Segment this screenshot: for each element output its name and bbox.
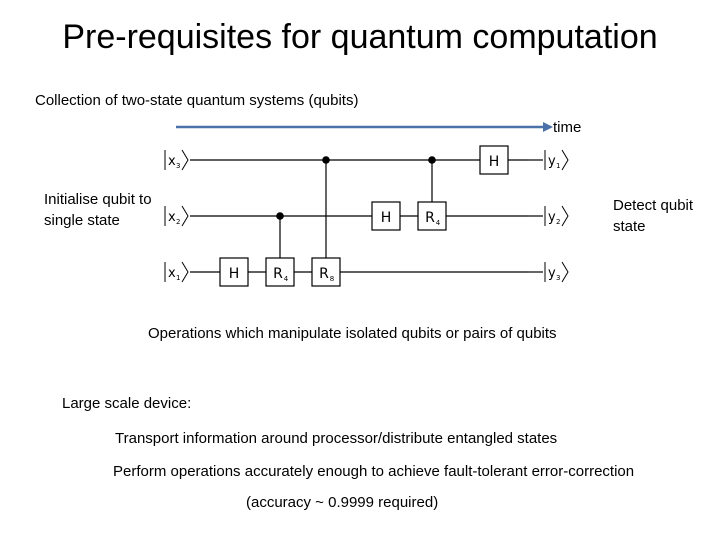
svg-text:H: H — [489, 154, 500, 170]
svg-text:x: x — [168, 154, 176, 169]
accuracy-label: (accuracy ~ 0.9999 required) — [246, 494, 439, 511]
svg-text:R: R — [425, 210, 435, 226]
control-dot — [276, 212, 284, 220]
svg-text:1: 1 — [176, 274, 180, 282]
perform-label: Perform operations accurately enough to … — [113, 463, 635, 480]
svg-text:y: y — [548, 154, 556, 169]
svg-text:2: 2 — [176, 218, 180, 226]
svg-text:8: 8 — [330, 275, 334, 283]
svg-text:x: x — [168, 266, 176, 281]
gate-r4-wire1: R 4 — [265, 257, 295, 287]
input-ket-x2: x 2 — [164, 205, 189, 227]
svg-text:1: 1 — [556, 162, 560, 170]
gate-h-wire3: H — [479, 145, 509, 175]
svg-text:R: R — [273, 266, 283, 282]
svg-text:x: x — [168, 210, 176, 225]
output-ket-y2: y 2 — [544, 205, 569, 227]
svg-text:y: y — [548, 266, 556, 281]
output-ket-y1: y 1 — [544, 149, 569, 171]
large-scale-label: Large scale device: — [62, 395, 192, 412]
input-ket-x1: x 1 — [164, 261, 189, 283]
svg-text:H: H — [381, 210, 392, 226]
svg-text:H: H — [229, 266, 240, 282]
gate-r8-wire1: R 8 — [311, 257, 341, 287]
page-title: Pre-requisites for quantum computation — [62, 18, 658, 56]
gate-h-wire2: H — [371, 201, 401, 231]
svg-text:3: 3 — [176, 162, 180, 170]
svg-text:y: y — [548, 210, 556, 225]
svg-text:4: 4 — [284, 275, 289, 283]
time-arrow — [176, 122, 553, 132]
gate-r4-wire2: R 4 — [417, 201, 447, 231]
control-dot — [428, 156, 436, 164]
operations-label: Operations which manipulate isolated qub… — [148, 325, 557, 342]
transport-label: Transport information around processor/d… — [115, 430, 558, 447]
svg-text:R: R — [319, 266, 329, 282]
gate-h-wire1: H — [219, 257, 249, 287]
control-dot — [322, 156, 330, 164]
detect-label: Detect qubit state — [613, 197, 694, 235]
qubits-caption: Collection of two-state quantum systems … — [35, 92, 359, 109]
svg-text:3: 3 — [556, 274, 560, 282]
time-label: time — [553, 119, 582, 136]
svg-text:2: 2 — [556, 218, 560, 226]
output-ket-y3: y 3 — [544, 261, 569, 283]
initialise-label: Initialise qubit to single state — [44, 191, 152, 229]
svg-text:4: 4 — [436, 219, 441, 227]
input-ket-x3: x 3 — [164, 149, 189, 171]
